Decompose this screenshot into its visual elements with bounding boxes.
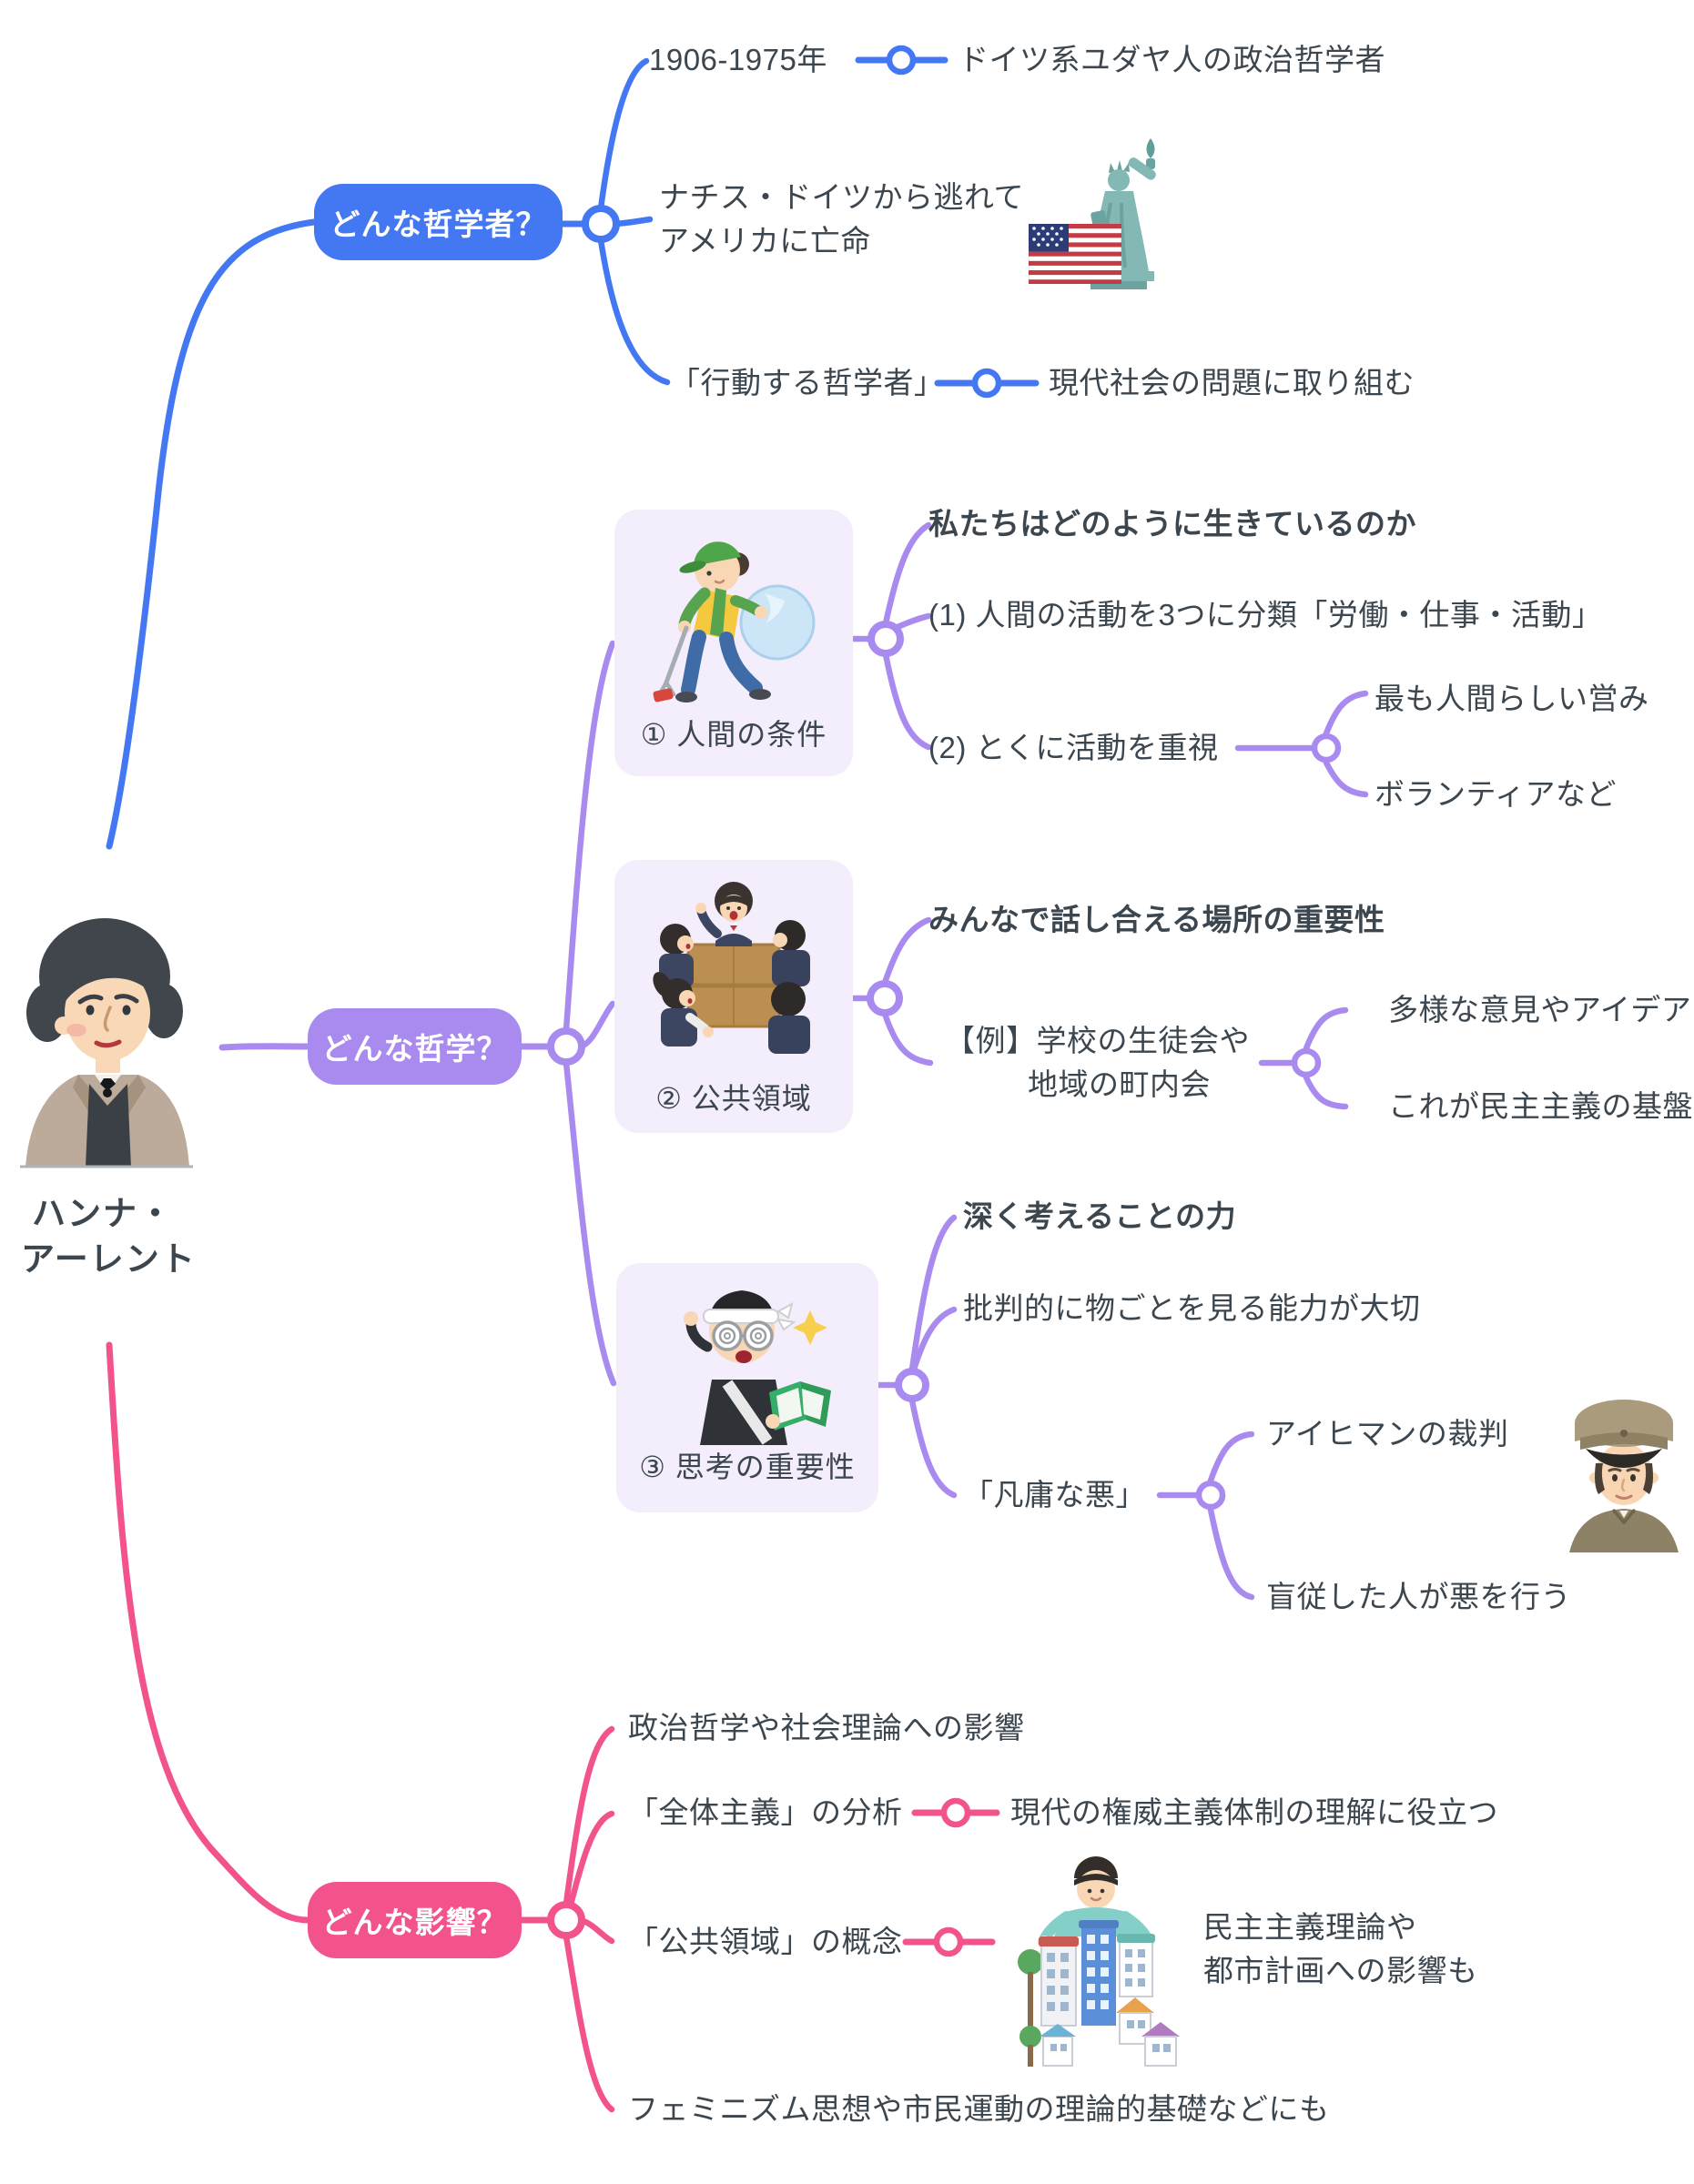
democracy-line1: 民主主義理論や: [1203, 1910, 1417, 1944]
example-line1: 【例】学校の生徒会や: [945, 1024, 1250, 1057]
branch-node-influence[interactable]: どんな影響？: [308, 1882, 522, 1958]
node-importance-of-discussion-place[interactable]: みんなで話し合える場所の重要性: [928, 903, 1385, 936]
node-example-student-council[interactable]: 【例】学校の生徒会や 地域の町内会: [945, 1019, 1250, 1107]
us-flag-icon: [1029, 224, 1121, 284]
node-three-activities[interactable]: (1) 人間の活動を3つに分類「労働・仕事・活動」: [928, 598, 1603, 632]
card-label-public-realm: ② 公共領域: [655, 1082, 812, 1115]
node-power-of-deep-thinking[interactable]: 深く考えることの力: [963, 1199, 1237, 1233]
node-tackles-modern-problems[interactable]: 現代社会の問題に取り組む: [1049, 366, 1415, 399]
node-emphasis-on-action[interactable]: (2) とくに活動を重視: [928, 731, 1219, 764]
hannah-arendt-portrait: [20, 918, 193, 1168]
node-eichmann-trial[interactable]: アイヒマンの裁判: [1266, 1417, 1509, 1451]
fled-line1: ナチス・ドイツから逃れて: [659, 180, 1025, 214]
card-label-importance-of-thinking: ③ 思考の重要性: [639, 1451, 856, 1483]
node-banality-of-evil[interactable]: 「凡庸な悪」: [963, 1478, 1146, 1512]
node-influence-political-philosophy[interactable]: 政治哲学や社会理論への影響: [628, 1711, 1025, 1744]
node-public-realm-concept[interactable]: 「公共領域」の概念: [628, 1925, 903, 1958]
example-line2: 地域の町内会: [1028, 1067, 1211, 1101]
node-german-jewish-philosopher[interactable]: ドイツ系ユダヤ人の政治哲学者: [959, 43, 1385, 76]
democracy-line2: 都市計画への影響も: [1203, 1954, 1478, 1987]
node-fled-nazi-germany[interactable]: ナチス・ドイツから逃れて アメリカに亡命: [659, 176, 1024, 263]
group-discussion-icon: [653, 882, 810, 1054]
node-critical-thinking[interactable]: 批判的に物ごとを見る能力が大切: [963, 1291, 1421, 1325]
node-acting-philosopher[interactable]: 「行動する哲学者」: [670, 366, 945, 399]
card-label-human-condition: ① 人間の条件: [640, 718, 827, 751]
node-understanding-authoritarianism[interactable]: 現代の権威主義体制の理解に役立つ: [1010, 1795, 1498, 1829]
branch-node-philosophy[interactable]: どんな哲学？: [308, 1008, 522, 1085]
node-blind-obedience-evil[interactable]: 盲従した人が悪を行う: [1266, 1580, 1571, 1613]
center-name-line2: アーレント: [21, 1240, 197, 1278]
litter-picking-volunteer-icon: [653, 541, 816, 703]
node-diverse-opinions[interactable]: 多様な意見やアイデア: [1388, 993, 1692, 1026]
branch-node-philosopher[interactable]: どんな哲学者？: [314, 184, 563, 260]
fled-line2: アメリカに亡命: [659, 224, 871, 258]
node-how-we-live[interactable]: 私たちはどのように生きているのか: [928, 507, 1416, 541]
thinking-student-icon: [684, 1290, 831, 1445]
city-planning-icon: [1018, 1856, 1180, 2067]
node-years[interactable]: 1906-1975年: [649, 43, 827, 76]
center-topic-name[interactable]: ハンナ・ アーレント: [21, 1191, 197, 1282]
node-democracy-theory-urban-planning[interactable]: 民主主義理論や 都市計画への影響も: [1203, 1906, 1478, 1993]
node-totalitarianism-analysis[interactable]: 「全体主義」の分析: [628, 1795, 903, 1829]
eichmann-soldier-icon: [1569, 1400, 1679, 1552]
center-name-line1: ハンナ・: [32, 1195, 174, 1232]
node-volunteering[interactable]: ボランティアなど: [1374, 777, 1618, 811]
node-foundation-of-democracy[interactable]: これが民主主義の基盤: [1388, 1089, 1693, 1123]
node-feminism-civic-movements[interactable]: フェミニズム思想や市民運動の理論的基礎などにも: [628, 2092, 1330, 2126]
node-most-human-activity[interactable]: 最も人間らしい営み: [1374, 682, 1649, 715]
